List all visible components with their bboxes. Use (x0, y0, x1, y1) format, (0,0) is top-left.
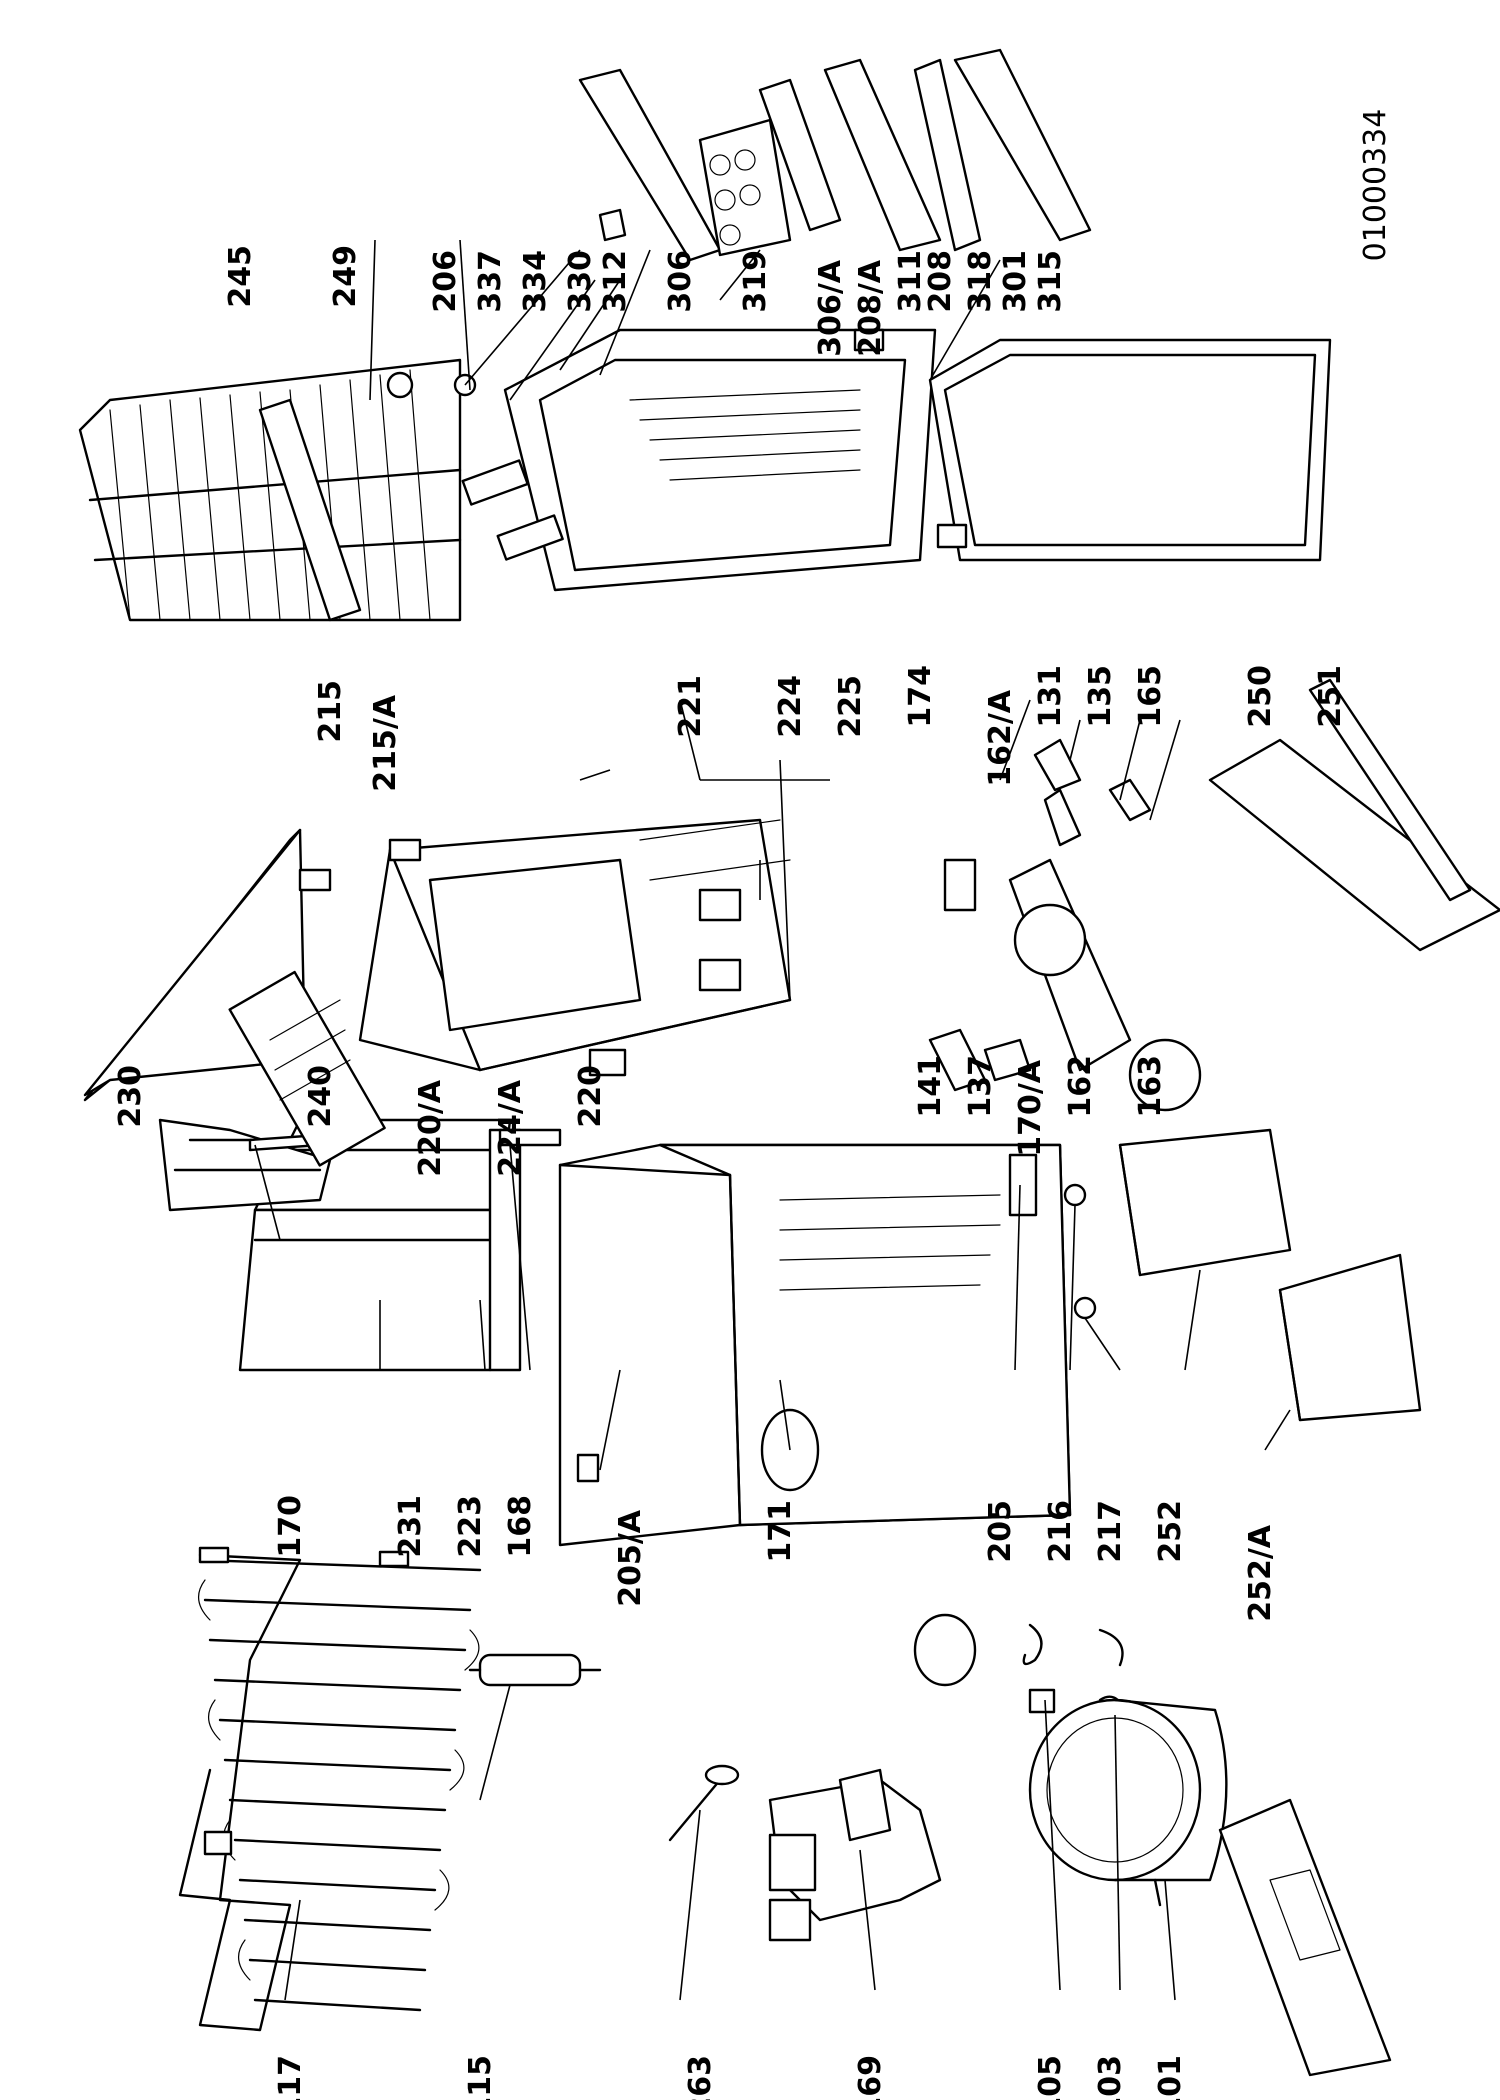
part-label-115: 115 (463, 2055, 498, 2100)
part-label-231: 231 (393, 1495, 428, 1558)
part-label-319: 319 (738, 250, 773, 313)
door-shelves-drawing (578, 48, 1092, 262)
part-label-318: 318 (963, 250, 998, 313)
part-label-216: 216 (1043, 1500, 1078, 1563)
part-label-221: 221 (673, 675, 708, 738)
leader-lines (254, 239, 1291, 2001)
part-label-163: 163 (1133, 1055, 1168, 1118)
part-label-223: 223 (453, 1495, 488, 1558)
part-label-169: 169 (853, 2055, 888, 2100)
part-label-215-a: 215/A (368, 694, 403, 792)
part-labels: 117 115 263 169 105 103 101 170 231 223 168 205/A 17… (113, 245, 1348, 2100)
part-label-101: 101 (1153, 2055, 1188, 2100)
part-label-168: 168 (503, 1495, 538, 1558)
part-label-141: 141 (913, 1055, 948, 1118)
part-label-337: 337 (473, 250, 508, 313)
part-label-312: 312 (598, 250, 633, 313)
freezer-compartment-drawing (298, 818, 792, 1077)
part-label-135: 135 (1083, 665, 1118, 728)
ice-tray-drawing (228, 970, 386, 1167)
part-label-103: 103 (1093, 2055, 1128, 2100)
part-label-220-a: 220/A (413, 1079, 448, 1177)
part-label-171: 171 (763, 1500, 798, 1563)
part-label-251: 251 (1313, 665, 1348, 728)
part-label-206: 206 (428, 250, 463, 313)
part-label-311: 311 (893, 250, 928, 313)
compressor-drawing (1028, 1698, 1228, 1907)
part-label-330: 330 (563, 250, 598, 313)
part-label-252: 252 (1153, 1500, 1188, 1563)
top-cover-drawing (158, 1118, 332, 1212)
refrigerator-door-drawing (386, 328, 1332, 592)
thermostat-light-drawing (928, 738, 1202, 1112)
part-label-208: 208 (923, 250, 958, 313)
part-label-215: 215 (313, 680, 348, 743)
part-label-220: 220 (573, 1065, 608, 1128)
condenser-coil-drawing (178, 1546, 482, 2032)
part-label-263: 263 (683, 2055, 718, 2100)
part-label-131: 131 (1033, 665, 1068, 728)
filter-drier-drawing (468, 1653, 602, 1687)
crisper-cover-drawing (1208, 678, 1500, 952)
part-label-245: 245 (223, 245, 258, 308)
capillary-probe-drawing (668, 1764, 740, 1842)
part-label-334: 334 (518, 250, 553, 313)
document-number: 01000334 (1358, 109, 1393, 262)
part-label-250: 250 (1243, 665, 1278, 728)
part-label-224-a: 224/A (493, 1079, 528, 1177)
part-label-162: 162 (1063, 1055, 1098, 1118)
part-label-301: 301 (998, 250, 1033, 313)
part-label-162-a: 162/A (983, 689, 1018, 787)
part-label-306-a: 306/A (813, 259, 848, 357)
part-label-224: 224 (773, 675, 808, 738)
part-label-205: 205 (983, 1500, 1018, 1563)
part-label-208-a: 208/A (853, 259, 888, 357)
part-label-205-a: 205/A (613, 1509, 648, 1607)
part-label-117: 117 (273, 2055, 308, 2100)
part-label-217: 217 (1093, 1500, 1128, 1563)
part-label-306: 306 (663, 250, 698, 313)
part-label-105: 105 (1033, 2055, 1068, 2100)
crisper-drawers-drawing (1063, 1128, 1422, 1422)
wire-shelf-drawing (78, 358, 462, 622)
part-label-315: 315 (1033, 250, 1068, 313)
part-label-174: 174 (903, 665, 938, 728)
part-label-170-a: 170/A (1013, 1059, 1048, 1157)
cabinet-body-drawing (558, 1143, 1072, 1547)
part-label-137: 137 (963, 1055, 998, 1118)
part-label-170: 170 (273, 1495, 308, 1558)
compressor-accessories-drawing (768, 1613, 1127, 1942)
part-label-240: 240 (303, 1065, 338, 1128)
parts-artwork (78, 48, 1500, 2077)
part-label-252-a: 252/A (1243, 1524, 1278, 1622)
part-label-225: 225 (833, 675, 868, 738)
part-label-249: 249 (328, 245, 363, 308)
base-plate-drawing (1218, 1798, 1392, 2077)
part-label-165: 165 (1133, 665, 1168, 728)
part-label-230: 230 (113, 1065, 148, 1128)
